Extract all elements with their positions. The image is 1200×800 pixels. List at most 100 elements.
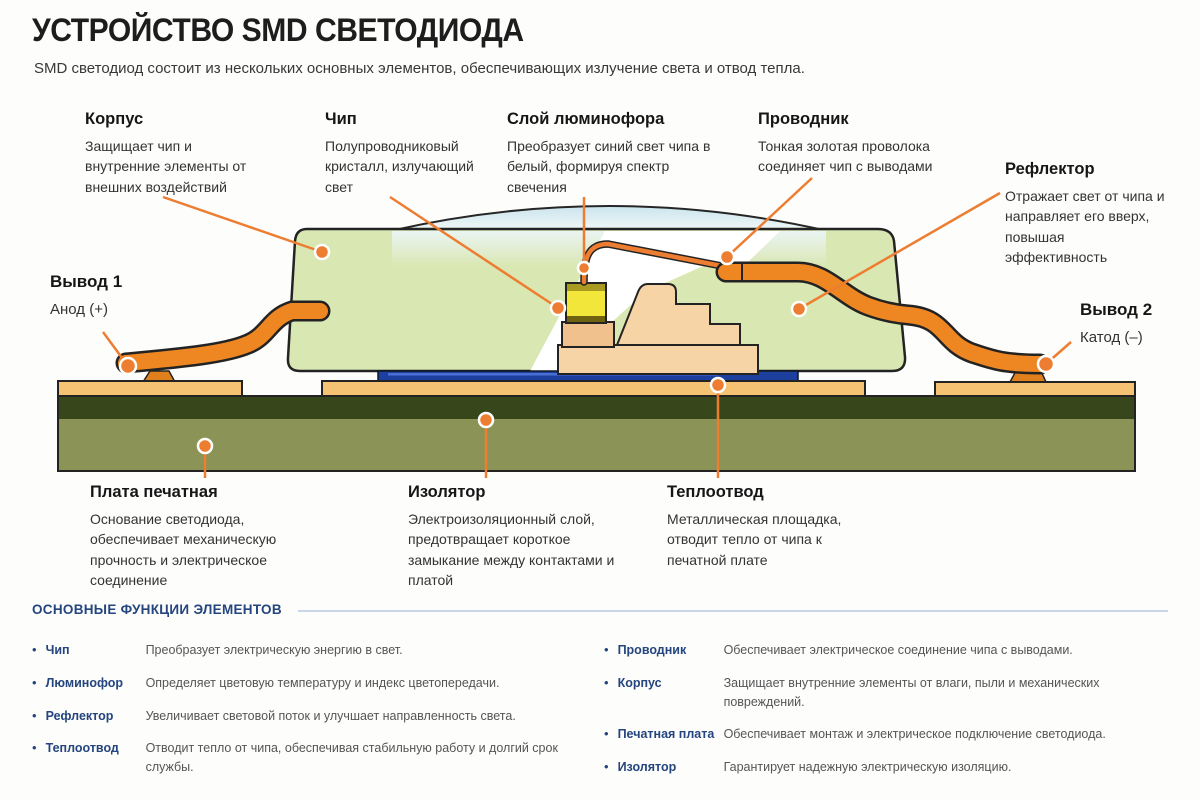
callout-desc: Анод (+) [50, 301, 108, 318]
bullet-icon: • [604, 674, 609, 690]
callout-title: Проводник [758, 110, 849, 128]
chip-pedestal-shape [561, 321, 615, 348]
function-desc: Отводит тепло от чипа, обеспечивая стаби… [145, 741, 558, 774]
callout-dot-chip [549, 299, 567, 317]
callout-desc: Тонкая золотая проволока соединяет чип с… [758, 138, 933, 175]
functions-section: ОСНОВНЫЕ ФУНКЦИИ ЭЛЕМЕНТОВ • Чип Преобра… [32, 602, 1168, 777]
right-pad-shape [934, 381, 1136, 397]
callout-dot-pcb [196, 437, 214, 455]
stepped-mesa-shape [615, 283, 741, 346]
callout-dot-wire [718, 248, 736, 266]
function-desc: Защищает внутренние элементы от влаги, п… [723, 675, 1100, 709]
phosphor-layer-shape [567, 284, 605, 291]
page-subtitle: SMD светодиод состоит из нескольких осно… [34, 60, 805, 77]
callout-label-korpus: Корпус Защищает чип и внутренние элемент… [85, 110, 260, 197]
callout-label-reflector: Рефлектор Отражает свет от чипа и направ… [1005, 160, 1170, 267]
functions-column-right: • Проводник Обеспечивает электрическое с… [604, 641, 1168, 777]
function-item: • Чип Преобразует электрическую энергию … [32, 641, 604, 660]
mount-base-shape [557, 344, 759, 375]
callout-label-lead1: Вывод 1 Анод (+) [50, 272, 180, 321]
callout-desc: Отражает свет от чипа и направляет его в… [1005, 188, 1165, 265]
center-heatsink-pad-shape [321, 380, 866, 397]
bullet-icon: • [32, 674, 37, 690]
callout-title: Корпус [85, 110, 144, 128]
callout-dots [118, 243, 1056, 455]
callout-label-heatsink: Теплоотвод Металлическая площадка, отвод… [667, 483, 882, 570]
left-pad-shape [57, 380, 243, 397]
callout-title: Изолятор [408, 483, 486, 501]
callout-line-wire [726, 177, 813, 258]
pcb-dark-layer-shape [58, 396, 1135, 419]
function-desc: Обеспечивает монтаж и электрическое подк… [723, 727, 1106, 742]
callout-desc: Преобразует синий свет чипа в белый, фор… [507, 138, 711, 195]
insulator-highlight [388, 373, 718, 376]
callout-title: Рефлектор [1005, 160, 1095, 178]
callout-label-phosphor: Слой люминофора Преобразует синий свет ч… [507, 110, 712, 197]
callout-dot-heatsink [709, 376, 727, 394]
function-item: • Люминофор Определяет цветовую температ… [32, 674, 604, 693]
left-lead-shape [118, 303, 328, 371]
bullet-icon: • [604, 759, 609, 774]
callout-dot-korpus [313, 243, 331, 261]
function-item: • Корпус Защищает внутренние элементы от… [604, 674, 1168, 712]
callout-desc: Полупроводниковый кристалл, излучающий с… [325, 138, 474, 195]
callout-label-pcb: Плата печатная Основание светодиода, обе… [90, 483, 295, 590]
bullet-icon: • [32, 642, 37, 657]
callout-lines [101, 177, 1072, 478]
callout-line-reflector [798, 191, 1001, 311]
page-title: УСТРОЙСТВО SMD СВЕТОДИОДА [32, 12, 524, 48]
functions-column-left: • Чип Преобразует электрическую энергию … [32, 641, 604, 777]
heading-rule [297, 609, 1168, 612]
callout-dot-phosphor [576, 260, 592, 276]
bullet-icon: • [604, 726, 609, 742]
chip-solder-band [567, 316, 605, 322]
function-item: • Проводник Обеспечивает электрическое с… [604, 641, 1168, 660]
function-desc: Преобразует электрическую энергию в свет… [145, 643, 403, 657]
function-desc: Обеспечивает электрическое соединение чи… [723, 643, 1073, 657]
callout-title: Теплоотвод [667, 483, 764, 501]
function-item: • Рефлектор Увеличивает световой поток и… [32, 707, 604, 726]
lens-dome-shape [389, 205, 829, 232]
callout-title: Чип [325, 110, 357, 128]
callout-dot-reflector [790, 300, 808, 318]
callout-title: Вывод 1 [50, 272, 123, 291]
functions-heading: ОСНОВНЫЕ ФУНКЦИИ ЭЛЕМЕНТОВ [32, 602, 282, 617]
callout-line-korpus [162, 195, 323, 254]
function-term: Печатная плата [617, 727, 715, 742]
function-desc: Гарантирует надежную электрическую изоля… [723, 760, 1012, 774]
callout-label-lead2: Вывод 2 Катод (–) [1080, 300, 1190, 349]
pcb-outline [57, 395, 1136, 472]
function-term: Теплоотвод [45, 741, 119, 756]
callout-label-insulator: Изолятор Электроизоляционный слой, предо… [408, 483, 623, 590]
callout-desc: Основание светодиода, обеспечивает механ… [90, 511, 277, 588]
bullet-icon: • [604, 642, 609, 657]
function-term: Проводник [617, 643, 687, 657]
callout-desc: Защищает чип и внутренние элементы от вн… [85, 138, 247, 195]
bullet-icon: • [32, 707, 37, 723]
function-item: • Печатная плата Обеспечивает монтаж и э… [604, 725, 1168, 744]
callout-desc: Катод (–) [1080, 329, 1143, 346]
callout-label-chip: Чип Полупроводниковый кристалл, излучающ… [325, 110, 485, 197]
function-desc: Определяет цветовую температуру и индекс… [145, 675, 500, 690]
function-item: • Изолятор Гарантирует надежную электрич… [604, 758, 1168, 777]
function-term: Люминофор [45, 675, 124, 690]
callout-dot-lead2 [1036, 354, 1056, 374]
bullet-icon: • [32, 740, 37, 756]
function-desc: Увеличивает световой поток и улучшает на… [145, 708, 516, 723]
function-item: • Теплоотвод Отводит тепло от чипа, обес… [32, 739, 604, 777]
function-term: Рефлектор [45, 708, 114, 723]
function-term: Чип [45, 643, 70, 657]
callout-desc: Электроизоляционный слой, предотвращает … [408, 511, 615, 588]
callout-desc: Металлическая площадка, отводит тепло от… [667, 511, 842, 568]
callout-title: Слой люминофора [507, 110, 665, 128]
function-term: Изолятор [617, 760, 677, 774]
callout-line-chip [389, 195, 559, 310]
callout-title: Плата печатная [90, 483, 218, 501]
callout-dot-lead1 [118, 356, 138, 376]
right-lead-shape [718, 264, 1048, 372]
function-term: Корпус [617, 675, 662, 690]
callout-dot-insulator [477, 411, 495, 429]
callout-title: Вывод 2 [1080, 300, 1153, 319]
